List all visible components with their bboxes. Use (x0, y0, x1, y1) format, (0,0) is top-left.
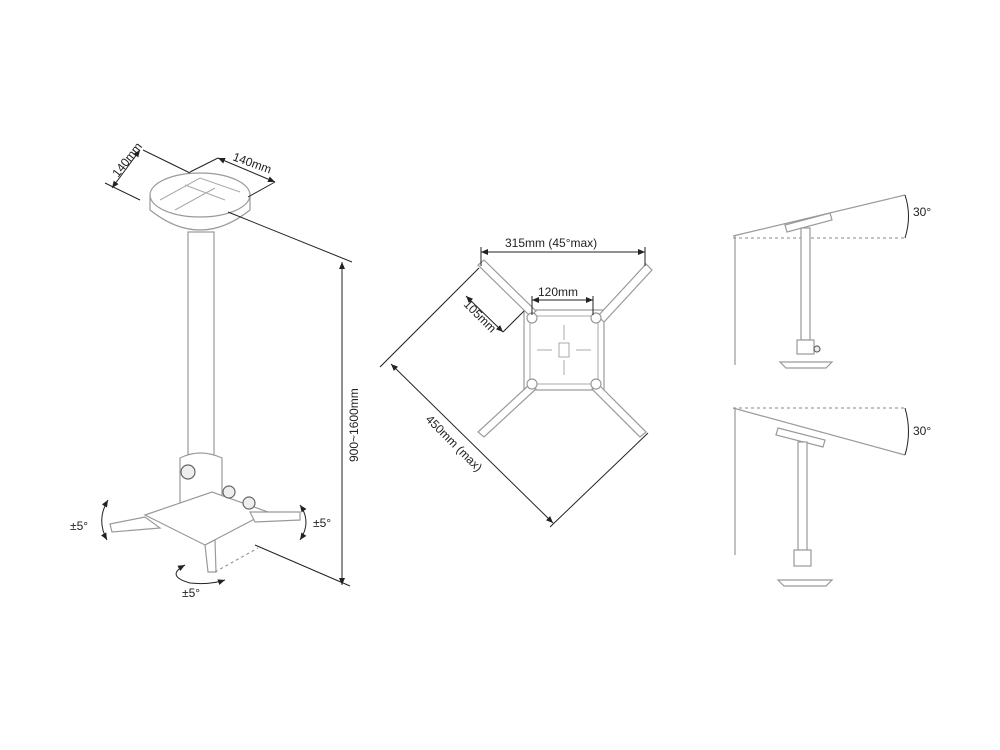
arm-offset-label: 105mm (461, 297, 499, 335)
height-range-label: 900~1600mm (347, 388, 361, 462)
bracket-arm-front (204, 539, 217, 573)
tilt-view-lower: 30° (732, 407, 931, 587)
arm-span-label: 315mm (45°max) (505, 236, 597, 250)
plate-width-label: 140mm (109, 140, 145, 180)
ceiling-plate (149, 172, 251, 218)
bracket-dimensions: 315mm (45°max) 120mm 105mm 450mm (max) (379, 236, 649, 528)
center-spacing-label: 120mm (538, 285, 578, 299)
tilt-right-label: ±5° (313, 516, 331, 530)
bracket-arm-left (109, 516, 162, 533)
tilt-view-upper: 30° (732, 194, 931, 369)
upper-tilt-angle-label: 30° (913, 205, 931, 219)
bracket-arm-right (249, 511, 301, 523)
diagonal-max-label: 450mm (max) (423, 412, 485, 474)
lower-tilt-angle-label: 30° (913, 424, 931, 438)
tilt-left-label: ±5° (70, 519, 88, 533)
knob-icon (222, 485, 236, 499)
extension-pole (187, 231, 215, 458)
ceiling-mount-illustration (109, 172, 301, 573)
knob-icon (180, 464, 196, 480)
swivel-label: ±5° (182, 586, 200, 600)
bracket-center-plate (523, 309, 605, 391)
knob-icon (242, 496, 256, 510)
